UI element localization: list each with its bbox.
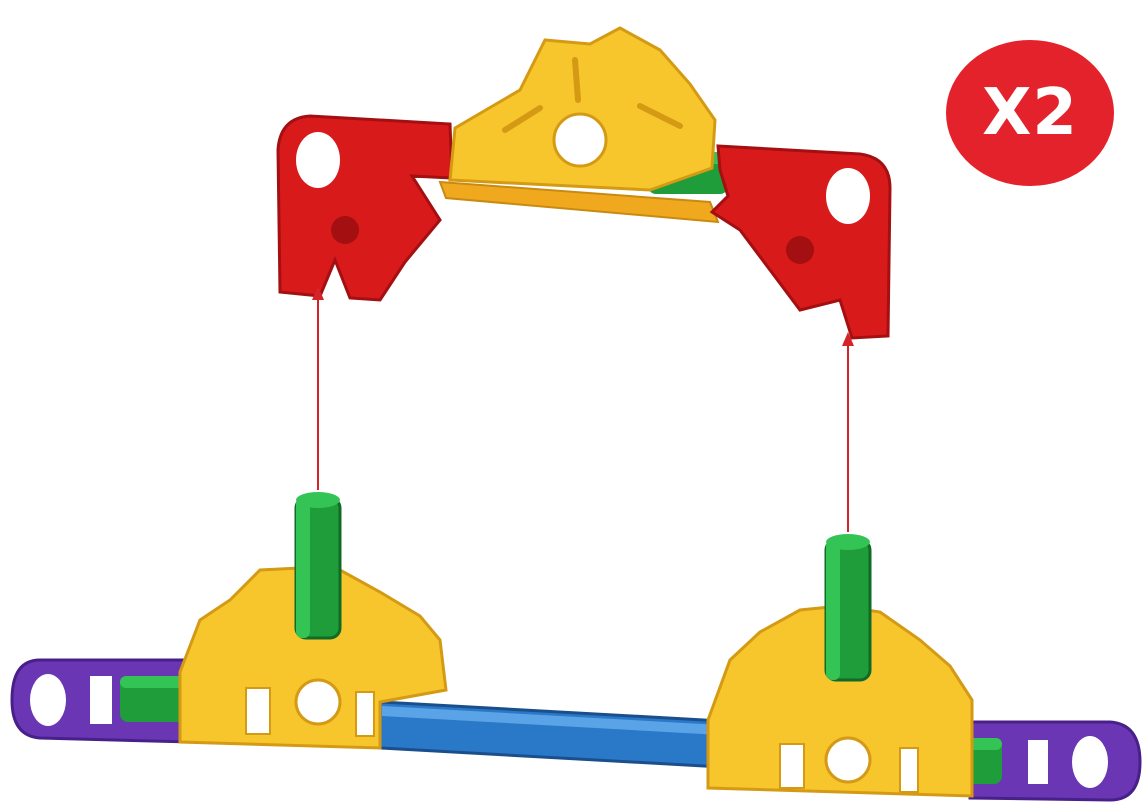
quantity-badge: X2	[946, 40, 1114, 186]
arrow-left	[312, 286, 324, 490]
yellow-connector-top	[450, 28, 715, 190]
green-rod-upright-right	[826, 534, 870, 680]
blue-rod	[380, 702, 740, 768]
red-connector-left	[278, 116, 452, 300]
arrow-right	[842, 332, 854, 532]
red-connector-right	[712, 146, 890, 338]
green-rod-upright-left	[296, 492, 340, 638]
badge-label: X2	[946, 40, 1114, 186]
